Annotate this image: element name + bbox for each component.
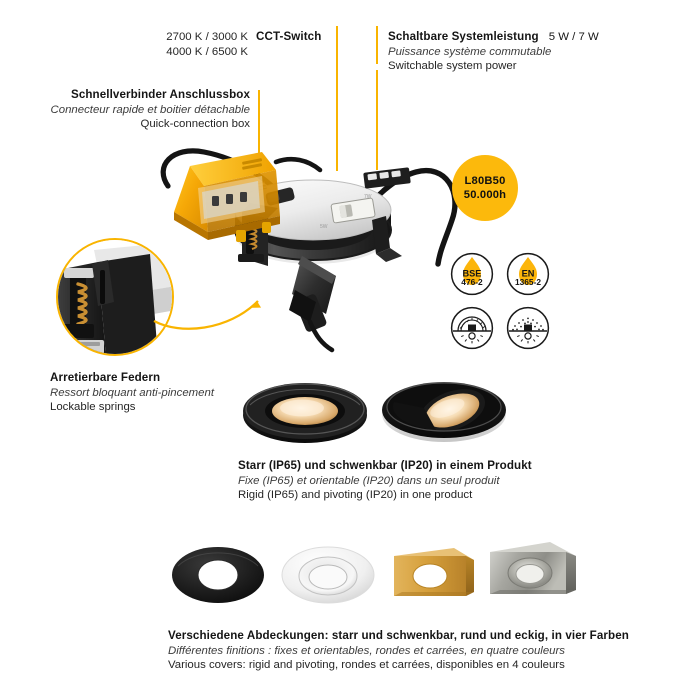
bse-label-line-2: 476-2	[461, 277, 483, 287]
mains-plug-connector	[289, 256, 336, 353]
cover-round-black	[172, 547, 264, 603]
connector-fr: Connecteur rapide et boitier détachable	[50, 103, 250, 116]
connector-en: Quick-connection box	[140, 118, 250, 131]
cover-round-white	[281, 546, 375, 604]
lifetime-badge-line-2: 50.000h	[463, 189, 507, 201]
lifetime-badge-line-1: L80B50	[464, 175, 506, 187]
downlight-fixed-black	[243, 383, 367, 443]
springs-en: Lockable springs	[50, 401, 136, 414]
en-label-line-2: 1365-2	[515, 277, 541, 287]
downlight-pivoting-black	[382, 382, 506, 442]
leader-line-power-lower	[376, 70, 378, 170]
callout-cct-values: 2700 K / 3000 K 4000 K / 6500 K	[108, 30, 248, 59]
svg-text:7W: 7W	[364, 194, 372, 200]
bse-label-line-1: BSE	[463, 269, 482, 279]
covers-en: Various covers: rigid and pivoting, rond…	[168, 659, 565, 672]
covers-title: Verschiedene Abdeckungen: starr und schw…	[168, 629, 629, 642]
callout-cct-title: CCT-Switch	[256, 30, 322, 43]
spring-clip-right	[372, 216, 402, 262]
fire-rating-bse-icon: BSE 476-2	[450, 252, 494, 296]
callout-power: Schaltbare Systemleistung 5 W / 7 W Puis…	[388, 30, 688, 74]
cover-square-gold	[394, 548, 474, 596]
springs-title: Arretierbare Federn	[50, 371, 161, 384]
cover-square-chrome	[490, 542, 576, 594]
product-assembly-illustration: 5W 7W	[160, 148, 458, 353]
power-title: Schaltbare Systemleistung	[388, 30, 539, 43]
power-value: 5 W / 7 W	[548, 31, 599, 43]
certification-badges: BSE 476-2 EN 1365-2	[450, 252, 550, 350]
spring-zoom-callout	[56, 238, 174, 356]
fire-rating-en-icon: EN 1365-2	[506, 252, 550, 296]
covers-fr: Différentes finitions : fixes et orienta…	[168, 644, 565, 657]
lifetime-badge: L80B50 50.000h	[452, 155, 518, 221]
callout-springs: Arretierbare Federn Ressort bloquant ant…	[50, 371, 290, 415]
cct-value-line-2: 4000 K / 6500 K	[166, 45, 248, 58]
leader-line-connector	[258, 90, 260, 145]
power-fr: Puissance système commutable	[388, 45, 552, 58]
callout-connector: Schnellverbinder Anschlussbox Connecteur…	[22, 88, 250, 132]
springs-fr: Ressort bloquant anti-pincement	[50, 386, 214, 399]
terminal-block	[363, 167, 411, 189]
ip-title: Starr (IP65) und schwenkbar (IP20) in ei…	[238, 459, 532, 472]
insulation-material-icon	[506, 306, 550, 350]
ip-fr: Fixe (IP65) et orientable (IP20) dans un…	[238, 474, 500, 487]
leader-line-cct	[336, 26, 338, 171]
leader-line-connector-lower	[258, 122, 260, 174]
cct-value-line-1: 2700 K / 3000 K	[166, 31, 248, 43]
callout-ip-rating: Starr (IP65) und schwenkbar (IP20) in ei…	[238, 459, 568, 503]
leader-line-power	[376, 26, 378, 64]
spring-callout-arrow	[153, 300, 262, 330]
power-dip-switch	[330, 197, 376, 224]
ip-en: Rigid (IP65) and pivoting (IP20) in one …	[238, 489, 473, 502]
callout-covers: Verschiedene Abdeckungen: starr und schw…	[168, 629, 688, 673]
power-en: Switchable system power	[388, 60, 517, 73]
svg-text:5W: 5W	[320, 224, 328, 230]
insulation-cover-icon	[450, 306, 494, 350]
en-label-line-1: EN	[522, 269, 535, 279]
spring-zoom-artwork	[58, 240, 172, 354]
quick-connection-box	[174, 152, 323, 242]
connector-title: Schnellverbinder Anschlussbox	[70, 88, 250, 101]
